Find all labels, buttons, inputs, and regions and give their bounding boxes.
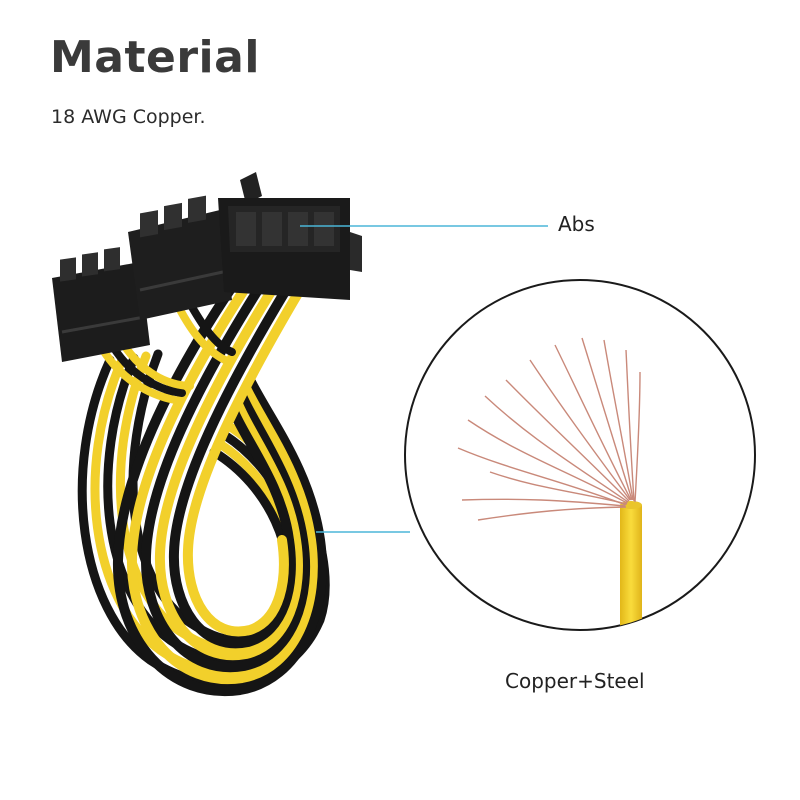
callout-abs: Abs [558,212,595,236]
page-subtitle: 18 AWG Copper. [51,106,206,128]
connector-large-front [218,172,362,300]
connector-medium-middle [128,195,233,320]
callout-copper-steel: Copper+Steel [505,669,645,693]
connector-small-left [52,247,151,362]
page-title: Material [50,32,260,83]
cable-loop-front [112,285,327,697]
wire-strands-magnifier-icon [404,279,756,631]
